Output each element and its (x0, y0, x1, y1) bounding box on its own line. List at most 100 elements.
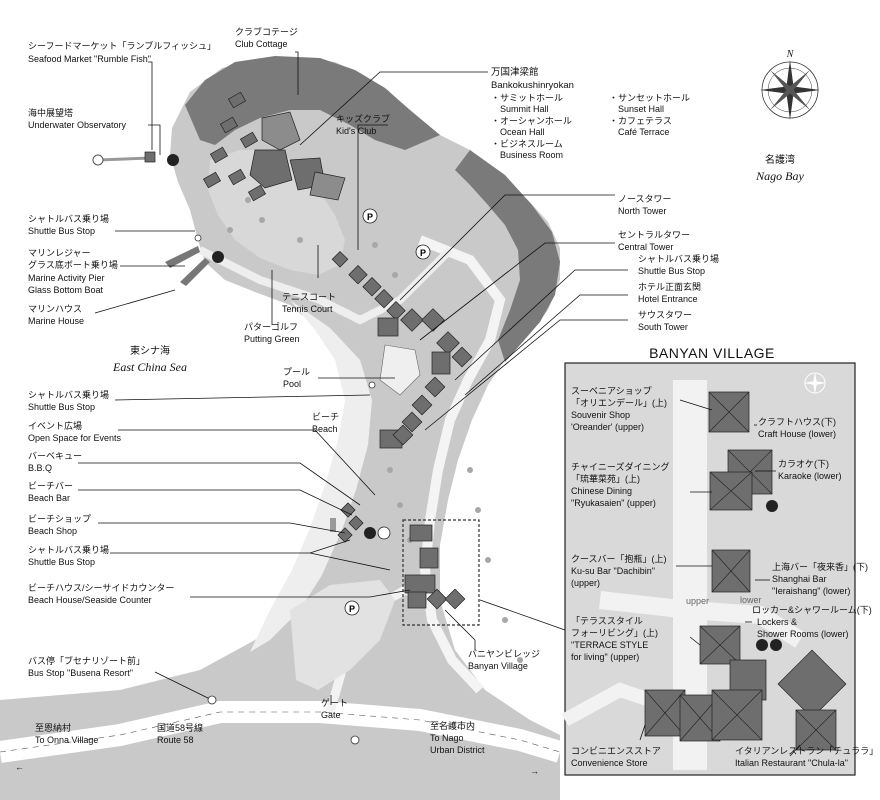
summit-hall-label-ja: ・サミットホール (491, 93, 563, 103)
kusu-bar-label-ja: クースバー「抱瓶」(上) (571, 553, 667, 564)
shuttle-stop-1-label-ja: シャトルバス乗り場 (28, 213, 109, 224)
sunset-hall-label-ja: ・サンセットホール (609, 93, 690, 103)
chinese-dining-label-en2: "Ryukasaien" (upper) (571, 498, 656, 508)
shuttle-stop-marker (194, 234, 202, 242)
banyan-village-inset: BANYAN VILLAGE (561, 345, 878, 776)
karaoke-label-en: Karaoke (lower) (778, 471, 842, 481)
land-mass (0, 56, 564, 800)
beach-bar-label-ja: ビーチバー (28, 481, 73, 491)
kids-club-label-ja: キッズクラブ (336, 113, 390, 124)
inset-upper-label: upper (686, 596, 709, 606)
shuttle-stop-3-label-ja: シャトルバス乗り場 (28, 389, 109, 400)
bankoku-label-ja: 万国津梁館 (491, 66, 539, 78)
compass-north-label: N (786, 49, 795, 60)
inset-restroom-icon (756, 639, 768, 651)
bus-stop-label-en: Bus Stop "Busena Resort" (28, 668, 133, 678)
central-tower-label-en: Central Tower (618, 242, 673, 252)
italian-restaurant-building (777, 649, 847, 719)
terrace-label-en: "TERRACE STYLE (571, 640, 648, 650)
parking-label: P (420, 248, 426, 258)
inset-compass-icon (804, 372, 826, 394)
bus-stop-marker (207, 695, 217, 705)
inset-restroom-icon (770, 639, 782, 651)
bus-stop-label-ja: バス停「ブセナリゾート前」 (28, 655, 145, 666)
inset-restroom-icon (766, 500, 778, 512)
leader-lines (78, 51, 628, 705)
east-china-sea-label-en: East China Sea (112, 360, 187, 374)
inset-lower-label: lower (740, 595, 762, 605)
sunset-hall-label-en: Sunset Hall (618, 104, 664, 114)
parking-icon (415, 244, 431, 260)
arrow-right-icon: → (530, 766, 539, 776)
shuttle-stop-2-label-en: Shuttle Bus Stop (638, 266, 705, 276)
parking-label: P (349, 604, 355, 614)
italian-label-en: Italian Restaurant "Chula-la" (735, 758, 848, 768)
events-label-en: Open Space for Events (28, 433, 122, 443)
pool-label-en: Pool (283, 379, 301, 389)
terrace-label-ja2: フォーリビング」(上) (571, 627, 658, 638)
restroom-icons (167, 154, 391, 540)
club-cottage-label-ja: クラブコテージ (235, 26, 298, 37)
souvenir-label-ja2: 「オリエンデール」(上) (571, 397, 667, 408)
south-tower-label-ja: サウスタワー (638, 310, 692, 320)
buildings (144, 91, 480, 626)
to-nago-label-en: To Nago (430, 733, 464, 743)
kusu-bar-label-en2: (upper) (571, 578, 600, 588)
craft-house-label-ja: クラフトハウス(下) (758, 417, 836, 427)
souvenir-label-en: Souvenir Shop (571, 410, 630, 420)
ocean-hall-label-en: Ocean Hall (500, 127, 545, 137)
beach-bar-label-en: Beach Bar (28, 493, 70, 503)
business-room-label-en: Business Room (500, 150, 563, 160)
beach-house-label-ja: ビーチハウス/シーサイドカウンター (28, 583, 174, 593)
terrace-label-en2: for living" (upper) (571, 652, 639, 662)
shuttle-stop-2-label-ja: シャトルバス乗り場 (638, 253, 719, 264)
shuttle-stop-4-label-en: Shuttle Bus Stop (28, 557, 95, 567)
tennis-court-label-ja: テニスコート (282, 292, 336, 302)
north-tower-label-ja: ノースタワー (618, 194, 672, 204)
marine-pier-label-ja: マリンレジャー (28, 248, 91, 258)
gate-label-ja: ゲート (321, 697, 348, 708)
gate-marker (350, 735, 360, 745)
map-labels: シーフードマーケット「ランブルフィッシュ」 Seafood Market "Ru… (28, 26, 719, 755)
underwater-observatory-label-ja: 海中展望塔 (28, 107, 73, 118)
banyan-village-label-en: Banyan Village (468, 661, 528, 671)
marine-house-label-en: Marine House (28, 316, 84, 326)
kids-club-label-en: Kid's Club (336, 126, 376, 136)
shanghai-bar-label-ja: 上海バー「夜来香」(下) (772, 561, 868, 572)
parking-label: P (367, 212, 373, 222)
craft-house-label-en: Craft House (lower) (758, 429, 836, 439)
route-58-label-ja: 国道58号線 (157, 722, 203, 733)
beach-house-label-en: Beach House/Seaside Counter (28, 595, 152, 605)
seafood-market-label-ja: シーフードマーケット「ランブルフィッシュ」 (28, 40, 216, 51)
restroom-icon (364, 527, 376, 539)
convenience-label-en: Convenience Store (571, 758, 648, 768)
beach-shop-label-ja: ビーチショップ (28, 514, 91, 524)
putting-green-label-ja: パターゴルフ (244, 321, 298, 332)
cafe-terrace-label-en: Café Terrace (618, 127, 669, 137)
to-onna-label-ja: 至恩納村 (35, 722, 71, 733)
events-label-ja: イベント広場 (28, 420, 82, 431)
kusu-bar-label-en: Ku-su Bar "Dachibin" (571, 566, 655, 576)
stop-markers (194, 234, 376, 745)
marine-pier-label-en2: Glass Bottom Boat (28, 285, 104, 295)
marine-pier-label-en: Marine Activity Pier (28, 273, 105, 283)
business-room-label-ja: ・ビジネスルーム (491, 139, 563, 149)
souvenir-label-en2: 'Oreander' (upper) (571, 422, 644, 432)
putting-green-label-en: Putting Green (244, 334, 300, 344)
beach-label-ja: ビーチ (312, 412, 339, 422)
underwater-observatory-label-en: Underwater Observatory (28, 120, 127, 130)
parking-icon (344, 600, 360, 616)
to-nago-label-en2: Urban District (430, 745, 485, 755)
to-nago-label-ja: 至名護市内 (430, 720, 475, 731)
wheelchair-icon (377, 526, 391, 540)
nago-bay-label-en: Nago Bay (755, 169, 804, 183)
shanghai-bar-label-en2: "Ieraishang" (lower) (772, 586, 850, 596)
south-tower-label-en: South Tower (638, 322, 688, 332)
karaoke-label-ja: カラオケ(下) (778, 459, 829, 469)
lockers-label-en2: Shower Rooms (lower) (757, 629, 849, 639)
chinese-dining-label-ja2: 「琉華菜苑」(上) (571, 473, 640, 484)
parking-icons: P P P (344, 208, 431, 616)
lockers-label-ja: ロッカー&シャワールーム(下) (752, 605, 872, 615)
